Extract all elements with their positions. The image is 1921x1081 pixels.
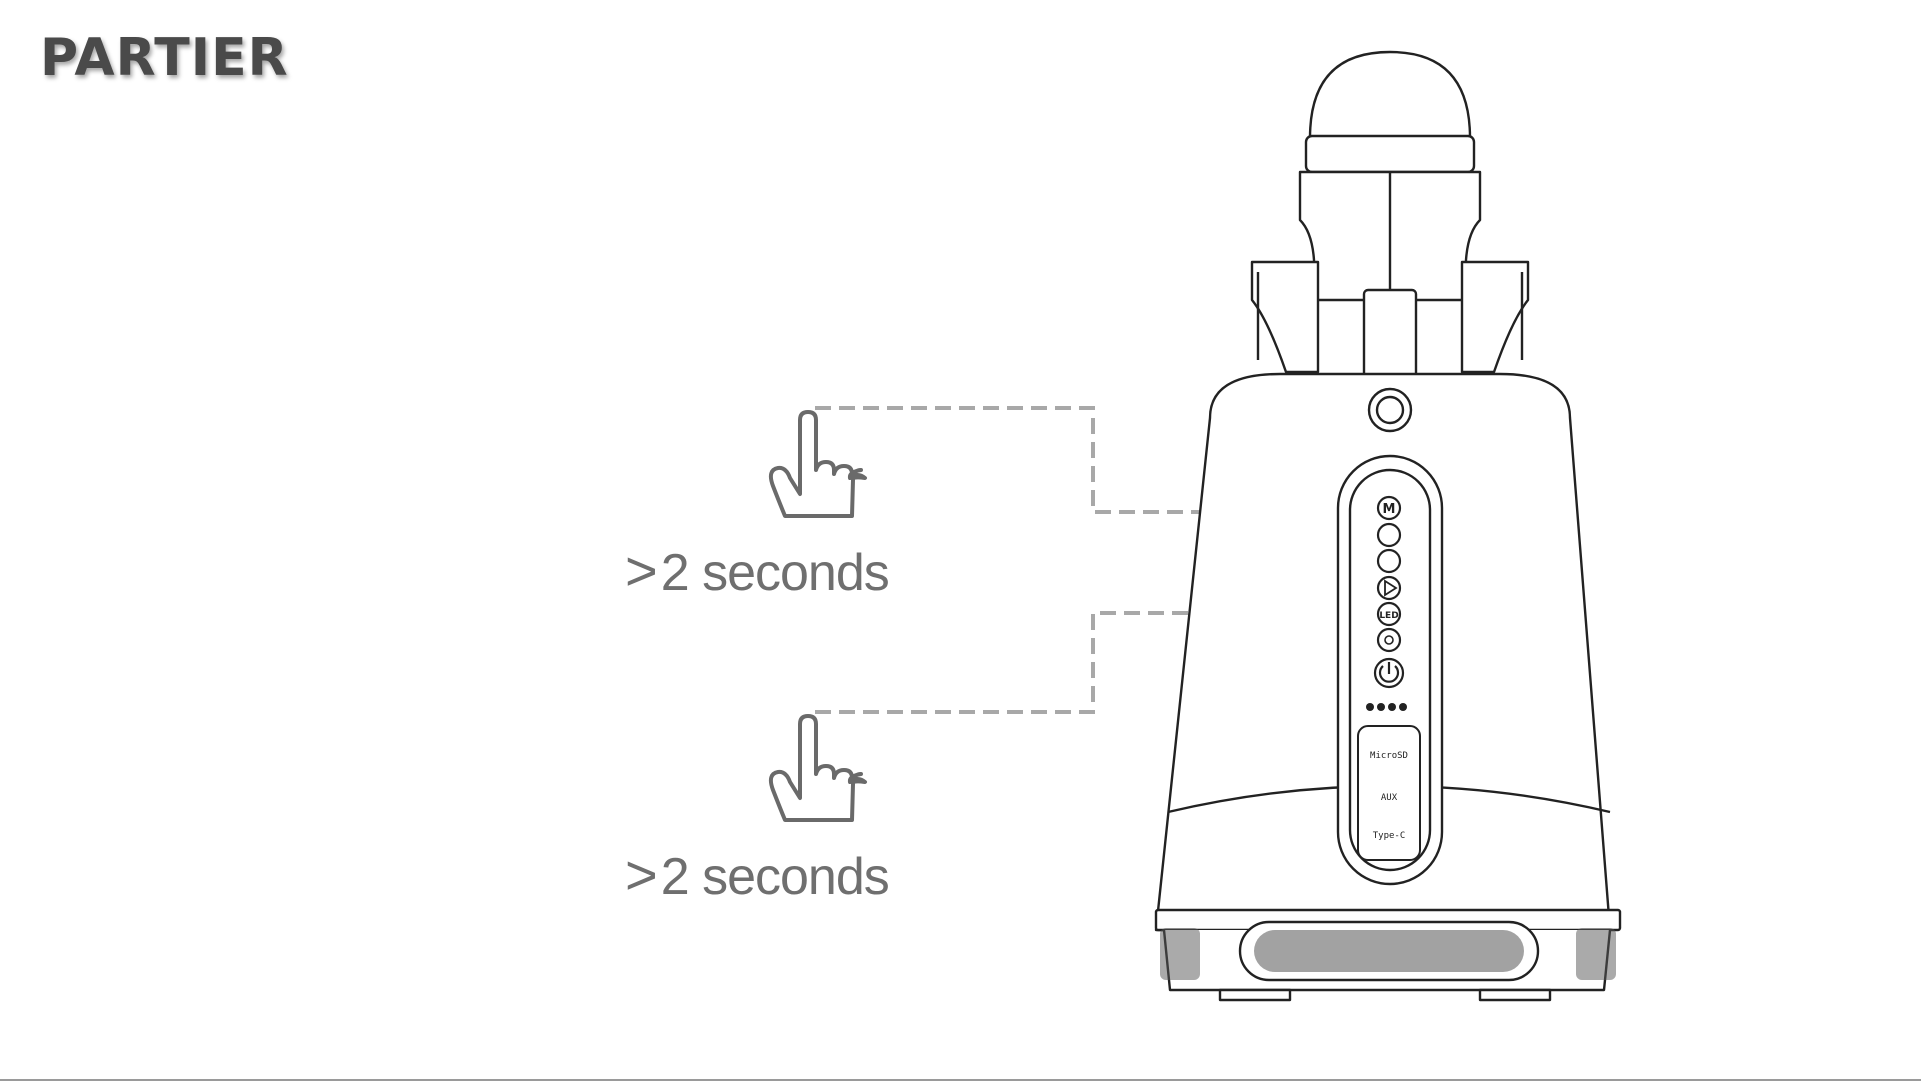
holder-right — [1462, 262, 1528, 372]
port-label-microsd: MicroSD — [1370, 751, 1408, 761]
port-label-aux: AUX — [1381, 793, 1398, 803]
hold-duration: 2 seconds — [661, 544, 889, 602]
mode-button-label: M — [1383, 502, 1396, 517]
greater-than-symbol: > — [625, 843, 657, 906]
pointing-hand-icon — [771, 716, 865, 820]
hold-instruction-bottom: >2 seconds — [625, 842, 945, 907]
mic-collar — [1306, 136, 1474, 172]
led-button-label: LED — [1379, 611, 1398, 621]
holder-left — [1252, 262, 1318, 372]
hold-instruction-top: >2 seconds — [625, 538, 945, 603]
port-label-typec: Type-C — [1373, 831, 1406, 841]
hold-duration: 2 seconds — [661, 848, 889, 906]
prev-volume-down-icon[interactable] — [1378, 550, 1400, 572]
pointing-hand-icon — [771, 412, 865, 516]
next-volume-up-icon[interactable] — [1378, 524, 1400, 546]
greater-than-symbol: > — [625, 539, 657, 602]
light-effect-icon[interactable] — [1378, 629, 1400, 651]
strap-knob — [1369, 389, 1411, 431]
mic-head — [1310, 52, 1470, 138]
